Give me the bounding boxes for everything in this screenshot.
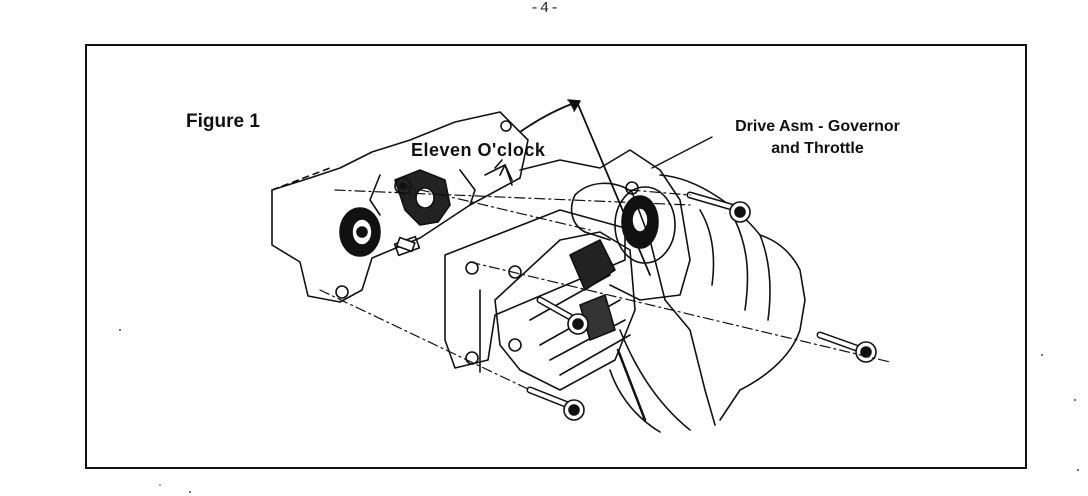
screw-bottom — [526, 386, 585, 421]
screw-lower-right — [816, 331, 877, 363]
screw-upper-right — [686, 191, 751, 223]
figure-label: Figure 1 — [186, 111, 260, 132]
drive-callout-line-2: and Throttle — [771, 140, 864, 157]
cap-screws — [395, 191, 877, 421]
governor-housing — [271, 111, 529, 303]
figure-frame — [85, 44, 1027, 469]
actuator-body — [494, 231, 636, 391]
alignment-lines — [319, 184, 891, 391]
scan-specks — [119, 329, 1079, 493]
page-number: -4- — [529, 0, 560, 17]
drive-callout-line-1: Drive Asm - Governor — [735, 118, 900, 135]
drive-callout-leader — [651, 136, 713, 169]
mounting-flange — [444, 209, 626, 373]
screw-middle — [536, 296, 589, 335]
drive-assembly-callout: Drive Asm - Governor and Throttle — [705, 116, 930, 160]
eleven-oclock-callout: Eleven O'clock — [411, 140, 546, 160]
hand-illustration — [570, 174, 806, 433]
rotation-indicator — [494, 99, 651, 276]
